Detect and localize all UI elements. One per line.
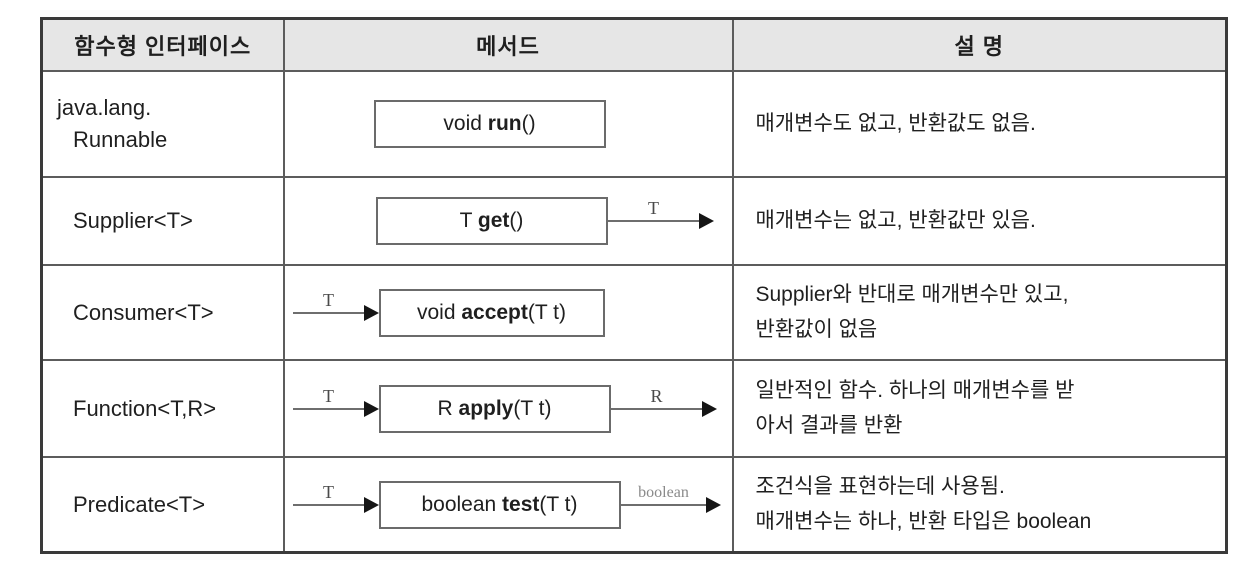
- input-type-label: T: [323, 481, 334, 502]
- interface-name-cell: java.lang. Runnable: [40, 70, 285, 178]
- output-type-label: T: [648, 198, 659, 218]
- header-method: 메서드: [282, 17, 734, 72]
- output-arrow: T: [607, 191, 714, 251]
- arrow-right-icon: [363, 400, 379, 417]
- interface-class: Runnable: [73, 127, 168, 152]
- interface-name-cell: Consumer<T>: [40, 264, 285, 361]
- method-cell: T get() T: [282, 176, 734, 266]
- table-row-predicate: Predicate<T> T boolean test(T t) boolean: [40, 456, 1228, 554]
- header-functional-interface: 함수형 인터페이스: [40, 17, 285, 72]
- arrow-line: [292, 311, 364, 314]
- method-cell: T void accept(T t): [282, 264, 734, 361]
- input-arrow: T: [292, 475, 379, 535]
- input-type-label: T: [323, 289, 334, 310]
- method-cell: void run(): [282, 70, 734, 178]
- output-type-label: boolean: [638, 483, 689, 501]
- description-cell: 매개변수는 없고, 반환값만 있음.: [731, 176, 1228, 266]
- arrow-line: [292, 503, 364, 506]
- arrow-right-icon: [701, 400, 717, 417]
- interface-package: java.lang.: [57, 95, 152, 120]
- description-cell: 매개변수도 없고, 반환값도 없음.: [731, 70, 1228, 178]
- header-description: 설 명: [731, 17, 1228, 72]
- interface-name-cell: Function<T,R>: [40, 359, 285, 458]
- input-arrow: T: [292, 379, 379, 439]
- arrow-right-icon: [705, 496, 721, 513]
- functional-interface-table: 함수형 인터페이스 메서드 설 명 java.lang. Runnable vo…: [40, 17, 1228, 554]
- method-signature: void run(): [443, 112, 536, 135]
- method-signature: void accept(T t): [416, 300, 566, 324]
- method-signature-box: void run(): [373, 100, 606, 148]
- arrow-right-icon: [363, 304, 379, 321]
- method-signature-box: T get(): [375, 197, 608, 245]
- output-type-label: R: [650, 385, 663, 406]
- method-signature-box: boolean test(T t): [378, 480, 621, 529]
- arrow-right-icon: [698, 213, 714, 229]
- interface-name-cell: Supplier<T>: [40, 176, 285, 266]
- description-cell: 일반적인 함수. 하나의 매개변수를 받 아서 결과를 반환: [731, 359, 1228, 458]
- method-signature-box: void accept(T t): [378, 288, 605, 337]
- method-signature: boolean test(T t): [421, 492, 578, 516]
- arrow-line: [607, 220, 699, 222]
- arrow-right-icon: [363, 496, 379, 513]
- output-arrow: R: [610, 379, 717, 439]
- table-row-supplier: Supplier<T> T get() T 매개변수는 없고, 반환값만 있음.: [40, 176, 1228, 266]
- table-row-function: Function<T,R> T R apply(T t) R: [40, 359, 1228, 458]
- arrow-line: [620, 503, 706, 506]
- arrow-line: [610, 407, 702, 410]
- description-cell: Supplier와 반대로 매개변수만 있고, 반환값이 없음: [731, 264, 1228, 361]
- description-cell: 조건식을 표현하는데 사용됨. 매개변수는 하나, 반환 타입은 boolean: [731, 456, 1228, 554]
- table-row-runnable: java.lang. Runnable void run() 매개변수도 없고,…: [40, 70, 1228, 178]
- interface-name-cell: Predicate<T>: [40, 456, 285, 554]
- output-arrow: boolean: [620, 475, 721, 535]
- input-arrow: T: [292, 283, 379, 343]
- header-row: 함수형 인터페이스 메서드 설 명: [40, 17, 1228, 72]
- method-cell: T R apply(T t) R: [282, 359, 734, 458]
- method-cell: T boolean test(T t) boolean: [282, 456, 734, 554]
- method-signature: T get(): [459, 209, 524, 232]
- method-signature-box: R apply(T t): [378, 384, 611, 433]
- table-row-consumer: Consumer<T> T void accept(T t) Supplier와…: [40, 264, 1228, 361]
- arrow-line: [292, 407, 364, 410]
- method-signature: R apply(T t): [437, 396, 552, 420]
- input-type-label: T: [323, 385, 334, 406]
